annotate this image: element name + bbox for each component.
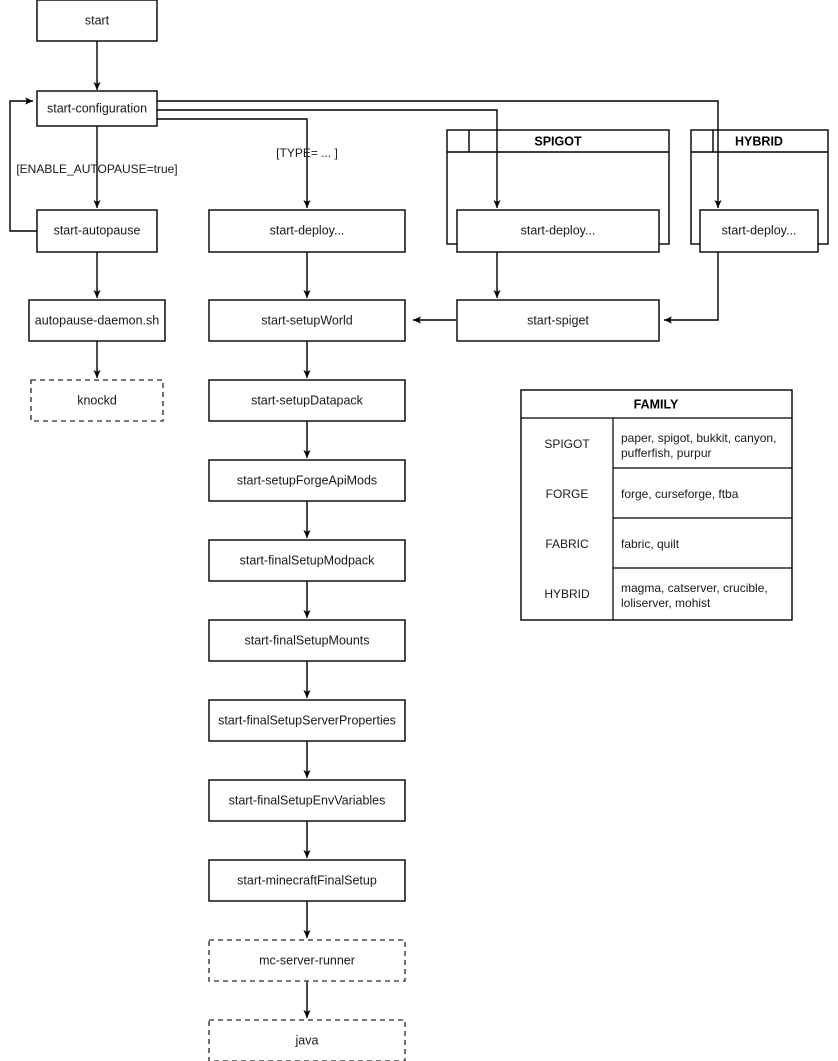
node-start-autopause-label: start-autopause (54, 223, 141, 237)
node-java[interactable]: java (208, 1019, 406, 1061)
edge-configuration-to-deploy-hybrid (157, 100, 722, 208)
edge-label-enable-autopause: [ENABLE_AUTOPAUSE=true] (16, 162, 177, 176)
node-start-deploy-main-label: start-deploy... (270, 223, 345, 237)
node-start-autopause[interactable]: start-autopause (36, 209, 158, 253)
legend-frame (520, 389, 793, 621)
node-autopause-daemon-label: autopause-daemon.sh (35, 313, 159, 327)
node-start-finalsetupenvvariables-label: start-finalSetupEnvVariables (229, 793, 386, 807)
node-start-autopause-rect[interactable] (36, 209, 158, 253)
node-start-spiget-rect[interactable] (456, 299, 660, 342)
legend-key-hybrid: HYBRID (544, 587, 590, 601)
legend-value-spigot-line1: paper, spigot, bukkit, canyon, (621, 431, 776, 445)
node-start-setupworld-label: start-setupWorld (261, 313, 353, 327)
node-start-deploy-spigot-label: start-deploy... (521, 223, 596, 237)
node-autopause-daemon-rect[interactable] (28, 299, 166, 342)
edge-label-type: [TYPE= ... ] (276, 146, 338, 160)
node-start-minecraftfinalsetup-label: start-minecraftFinalSetup (237, 873, 377, 887)
node-java-rect[interactable] (208, 1019, 406, 1061)
node-start-label: start (85, 13, 110, 27)
edge-autopause-loop-to-configuration (9, 97, 37, 232)
node-start-finalsetupmodpack-rect[interactable] (208, 539, 406, 582)
node-mc-server-runner-rect[interactable] (208, 939, 406, 982)
node-knockd-label: knockd (77, 393, 117, 407)
node-start-configuration[interactable]: start-configuration (36, 90, 158, 127)
node-java-label: java (295, 1033, 319, 1047)
legend-value-spigot-line2: pufferfish, purpur (621, 446, 712, 460)
node-start-deploy-main-rect[interactable] (208, 209, 406, 253)
node-start-finalsetupmodpack[interactable]: start-finalSetupModpack (208, 539, 406, 582)
node-start-finalsetupserverproperties[interactable]: start-finalSetupServerProperties (208, 699, 406, 742)
node-autopause-daemon[interactable]: autopause-daemon.sh (28, 299, 166, 342)
legend-key-forge: FORGE (546, 487, 589, 501)
edge-configuration-to-deploy-spigot (157, 109, 501, 208)
node-start-configuration-label: start-configuration (47, 101, 147, 115)
node-start-deploy-hybrid-label: start-deploy... (722, 223, 797, 237)
node-start-finalsetupenvvariables-rect[interactable] (208, 779, 406, 822)
node-start-deploy-spigot[interactable]: start-deploy... (456, 209, 660, 253)
node-start-setupdatapack-label: start-setupDatapack (251, 393, 364, 407)
node-start-deploy-main[interactable]: start-deploy... (208, 209, 406, 253)
node-start-spiget[interactable]: start-spiget (456, 299, 660, 342)
group-hybrid-title: HYBRID (735, 134, 783, 148)
edges-layer (9, 41, 722, 1018)
legend-value-hybrid-line2: loliserver, mohist (621, 596, 711, 610)
node-start-finalsetupmounts[interactable]: start-finalSetupMounts (208, 619, 406, 662)
node-mc-server-runner-label: mc-server-runner (259, 953, 355, 967)
legend-title: FAMILY (634, 397, 679, 411)
edge-deploy-hybrid-to-spiget (664, 252, 719, 324)
node-start-setupdatapack-rect[interactable] (208, 379, 406, 422)
node-start-setupforgeapimods-rect[interactable] (208, 459, 406, 502)
node-start-finalsetupserverproperties-rect[interactable] (208, 699, 406, 742)
node-knockd-rect[interactable] (30, 379, 164, 422)
node-start-finalsetupenvvariables[interactable]: start-finalSetupEnvVariables (208, 779, 406, 822)
node-start-rect[interactable] (36, 0, 158, 42)
legend-value-forge-line1: forge, curseforge, ftba (621, 487, 739, 501)
node-start[interactable]: start (36, 0, 158, 42)
node-start-setupworld-rect[interactable] (208, 299, 406, 342)
node-start-setupforgeapimods-label: start-setupForgeApiMods (237, 473, 377, 487)
node-start-minecraftfinalsetup-rect[interactable] (208, 859, 406, 902)
node-start-finalsetupmodpack-label: start-finalSetupModpack (240, 553, 376, 567)
node-start-setupdatapack[interactable]: start-setupDatapack (208, 379, 406, 422)
node-start-setupforgeapimods[interactable]: start-setupForgeApiMods (208, 459, 406, 502)
node-start-deploy-spigot-rect[interactable] (456, 209, 660, 253)
legend-key-fabric: FABRIC (545, 537, 589, 551)
node-start-finalsetupmounts-label: start-finalSetupMounts (244, 633, 369, 647)
node-start-deploy-hybrid-rect[interactable] (699, 209, 819, 253)
group-spigot-title: SPIGOT (534, 134, 582, 148)
node-start-finalsetupmounts-rect[interactable] (208, 619, 406, 662)
node-start-deploy-hybrid[interactable]: start-deploy... (699, 209, 819, 253)
legend-key-spigot: SPIGOT (544, 437, 590, 451)
node-knockd[interactable]: knockd (30, 379, 164, 422)
group-spigot: SPIGOT (446, 129, 670, 245)
legend-value-hybrid-line1: magma, catserver, crucible, (621, 581, 768, 595)
node-start-setupworld[interactable]: start-setupWorld (208, 299, 406, 342)
legend-family-table: FAMILY SPIGOT paper, spigot, bukkit, can… (520, 389, 793, 621)
node-start-minecraftfinalsetup[interactable]: start-minecraftFinalSetup (208, 859, 406, 902)
node-mc-server-runner[interactable]: mc-server-runner (208, 939, 406, 982)
edge-configuration-to-deploy-main (157, 118, 311, 208)
node-start-configuration-rect[interactable] (36, 90, 158, 127)
legend-value-fabric-line1: fabric, quilt (621, 537, 680, 551)
node-start-finalsetupserverproperties-label: start-finalSetupServerProperties (218, 713, 396, 727)
node-start-spiget-label: start-spiget (527, 313, 589, 327)
